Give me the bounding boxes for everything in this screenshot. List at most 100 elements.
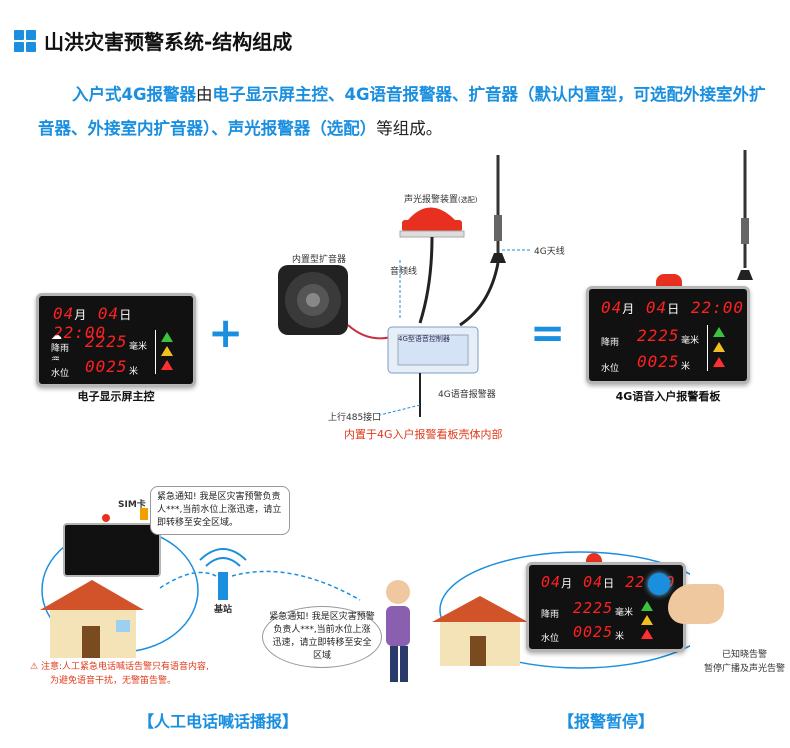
port-label: 上行485接口 xyxy=(328,413,382,423)
intro-connector: 由 xyxy=(196,85,213,104)
water-drop-icon: ♒ xyxy=(51,354,60,365)
alarm-light-icon xyxy=(399,207,465,238)
day-value: 04 xyxy=(97,304,120,323)
main-display-panel: 04月 04日 22:00 ☁ 降雨 2225 毫米 ♒ 水位 0025 米 xyxy=(36,293,196,387)
combined-panel-caption: 4G语音入户报警看板 xyxy=(615,390,721,403)
combined-green-icon xyxy=(713,327,725,337)
speaker-label: 内置型扩音器 xyxy=(292,255,347,265)
combined-time-value: 22:00 xyxy=(690,298,745,317)
component-diagram xyxy=(278,155,532,417)
voice-controller-box xyxy=(387,326,479,374)
pause-month-unit: 月 xyxy=(561,577,574,590)
green-status-icon xyxy=(161,332,173,342)
combined-rain-label: 降雨 xyxy=(601,338,620,348)
audio-line-label: 音频线 xyxy=(390,267,418,277)
signal-path-left xyxy=(159,571,217,589)
antenna-icon xyxy=(490,155,506,263)
signal-path-right xyxy=(231,570,361,601)
water-value: 0025 xyxy=(85,357,128,376)
red-status-icon xyxy=(161,360,173,370)
water-label: 水位 xyxy=(51,369,70,379)
combined-month-value: 04 xyxy=(601,298,623,317)
ack-line-2: 暂停广播及声光告警 xyxy=(704,664,786,674)
water-unit: 米 xyxy=(129,367,139,377)
day-unit: 日 xyxy=(119,308,133,322)
ack-line-1: 已知晓告警 xyxy=(722,650,768,660)
pause-month-value: 04 xyxy=(541,573,562,591)
small-panel-icon xyxy=(63,523,161,577)
pause-green-icon xyxy=(641,601,653,611)
combined-rain-unit: 毫米 xyxy=(681,336,700,346)
sim-label: SIM卡 xyxy=(118,500,146,510)
page-title: 山洪灾害预警系统-结构组成 xyxy=(44,30,293,54)
combined-water-label: 水位 xyxy=(601,364,620,374)
intro-ending: 等组成。 xyxy=(376,119,443,138)
time-value: 22:00 xyxy=(53,323,107,342)
pause-water-label: 水位 xyxy=(541,634,560,644)
built-in-note: 内置于4G入户报警看板壳体内部 xyxy=(344,428,503,441)
combined-rain-value: 2225 xyxy=(637,326,680,345)
ack-text: 已知晓告警 暂停广播及声光告警 xyxy=(704,648,785,676)
alarm-light-text: 声光报警装置 xyxy=(404,195,459,205)
panel-date-row: 04月 04日 22:00 xyxy=(53,304,193,342)
base-station-label: 基站 xyxy=(214,605,233,615)
antenna-label: 4G天线 xyxy=(534,247,565,257)
warning-icon-line: ⚠ 注意:人工紧急电话喊话告警只有语音内容, xyxy=(30,662,209,672)
touch-button-icon[interactable] xyxy=(648,573,670,595)
pause-rain-label: 降雨 xyxy=(541,610,560,620)
notice-line-2: 为避免语音干扰，无警笛告警。 xyxy=(50,676,177,686)
pause-rain-value: 2225 xyxy=(573,599,614,617)
hand-icon xyxy=(668,584,724,624)
combined-month-unit: 月 xyxy=(622,302,636,316)
notice-text: ⚠ 注意:人工紧急电话喊话告警只有语音内容, 为避免语音干扰，无警笛告警。 xyxy=(30,660,209,688)
section-caption-right: 【报警暂停】 xyxy=(558,712,655,731)
notice-line-1: 注意:人工紧急电话喊话告警只有语音内容, xyxy=(40,662,209,672)
speaker-icon xyxy=(278,265,348,335)
plus-sign: + xyxy=(208,308,244,357)
speech-bubble-person: 紧急通知! 我是区灾害预警负责人***,当前水位上涨迅速，请立即转移至安全区域 xyxy=(262,606,382,668)
combined-date-row: 04月 04日 22:00 xyxy=(601,298,744,317)
combined-water-unit: 米 xyxy=(681,362,691,372)
intro-highlight-1: 入户式4G报警器 xyxy=(72,85,197,104)
right-antenna-icon xyxy=(737,150,753,280)
equals-sign: = xyxy=(530,308,566,357)
alarm-light-note: (选配) xyxy=(458,196,478,204)
combined-yellow-icon xyxy=(713,342,725,352)
pause-red-icon xyxy=(641,629,653,639)
small-alarm-light-icon xyxy=(102,514,110,522)
pause-water-value: 0025 xyxy=(573,623,614,641)
combined-day-value: 04 xyxy=(645,298,668,317)
pause-day-unit: 日 xyxy=(603,577,616,590)
base-station-icon xyxy=(199,548,247,600)
intro-paragraph: 入户式4G报警器由电子显示屏主控、4G语音报警器、扩音器（默认内置型，可选配外接… xyxy=(38,78,778,146)
month-value: 04 xyxy=(53,304,75,323)
section-caption-left: 【人工电话喊话播报】 xyxy=(138,712,299,731)
pause-water-unit: 米 xyxy=(615,632,625,642)
voice-alarm-label: 4G语音报警器 xyxy=(438,390,496,400)
combined-status-bracket xyxy=(707,325,711,371)
pause-day-value: 04 xyxy=(583,573,604,591)
rain-label: 降雨 xyxy=(51,344,70,354)
combined-display-panel: 04月 04日 22:00 降雨 2225 毫米 水位 0025 米 xyxy=(586,286,750,384)
sim-card-icon xyxy=(140,508,148,520)
top-alarm-light xyxy=(656,274,682,288)
intro-highlight-2: 电子显示屏主控、4G语音报警器、扩音器（默认内置型，可选配外接室外扩音器、外接室… xyxy=(38,85,766,138)
pause-house-icon xyxy=(432,596,528,666)
person-icon xyxy=(386,580,410,682)
yellow-status-icon xyxy=(161,346,173,356)
pause-coverage-ellipse xyxy=(439,551,690,669)
rain-value: 2225 xyxy=(85,332,128,351)
combined-day-unit: 日 xyxy=(667,302,681,316)
phone-broadcast-scene xyxy=(40,508,410,682)
cloud-icon: ☁ xyxy=(51,329,62,342)
alarm-light-label: 声光报警装置(选配) xyxy=(404,192,477,205)
speech-bubble-left: 紧急通知! 我是区灾害预警负责人***,当前水位上涨迅速，请立即转移至安全区域。 xyxy=(150,486,290,535)
status-bracket xyxy=(155,330,159,374)
house-icon xyxy=(40,580,144,658)
pause-alarm-light xyxy=(586,553,602,563)
grid-icon xyxy=(14,29,36,52)
pause-yellow-icon xyxy=(641,615,653,625)
combined-water-value: 0025 xyxy=(637,352,680,371)
controller-name-label: 4G型语音控制器 xyxy=(398,335,450,343)
combined-red-icon xyxy=(713,357,725,367)
